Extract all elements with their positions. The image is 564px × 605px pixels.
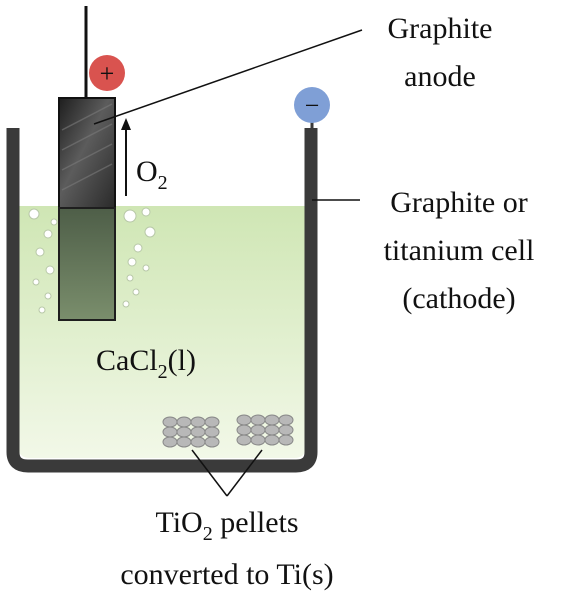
pellets-label-line2: converted to Ti(s) xyxy=(120,558,333,591)
pellets-pointer-line-left xyxy=(191,449,228,497)
pellets-pointer-line-right xyxy=(226,449,263,497)
tio2-pellets-right xyxy=(236,414,294,446)
oxygen-label: O2 xyxy=(136,155,168,194)
cell-label-line2: titanium cell xyxy=(384,234,535,267)
positive-terminal: + xyxy=(89,55,125,91)
cathode-cell-container xyxy=(6,128,318,473)
negative-terminal: − xyxy=(294,87,330,128)
cell-label-line3: (cathode) xyxy=(402,282,515,315)
anode-label-line1: Graphite xyxy=(388,12,493,45)
oxygen-bubbles xyxy=(28,207,156,314)
cell-label-line1: Graphite or xyxy=(390,186,527,219)
minus-sign: − xyxy=(305,91,320,120)
pellets-label-line1: TiO2 pellets xyxy=(155,506,298,545)
anode-pointer-line xyxy=(93,29,363,125)
oxygen-arrow xyxy=(121,118,131,196)
graphite-anode xyxy=(58,97,116,321)
tio2-pellets-left xyxy=(162,416,220,448)
plus-sign: + xyxy=(100,59,115,88)
electrolyte-label: CaCl2(l) xyxy=(96,344,196,383)
anode-label-line2: anode xyxy=(404,60,476,93)
